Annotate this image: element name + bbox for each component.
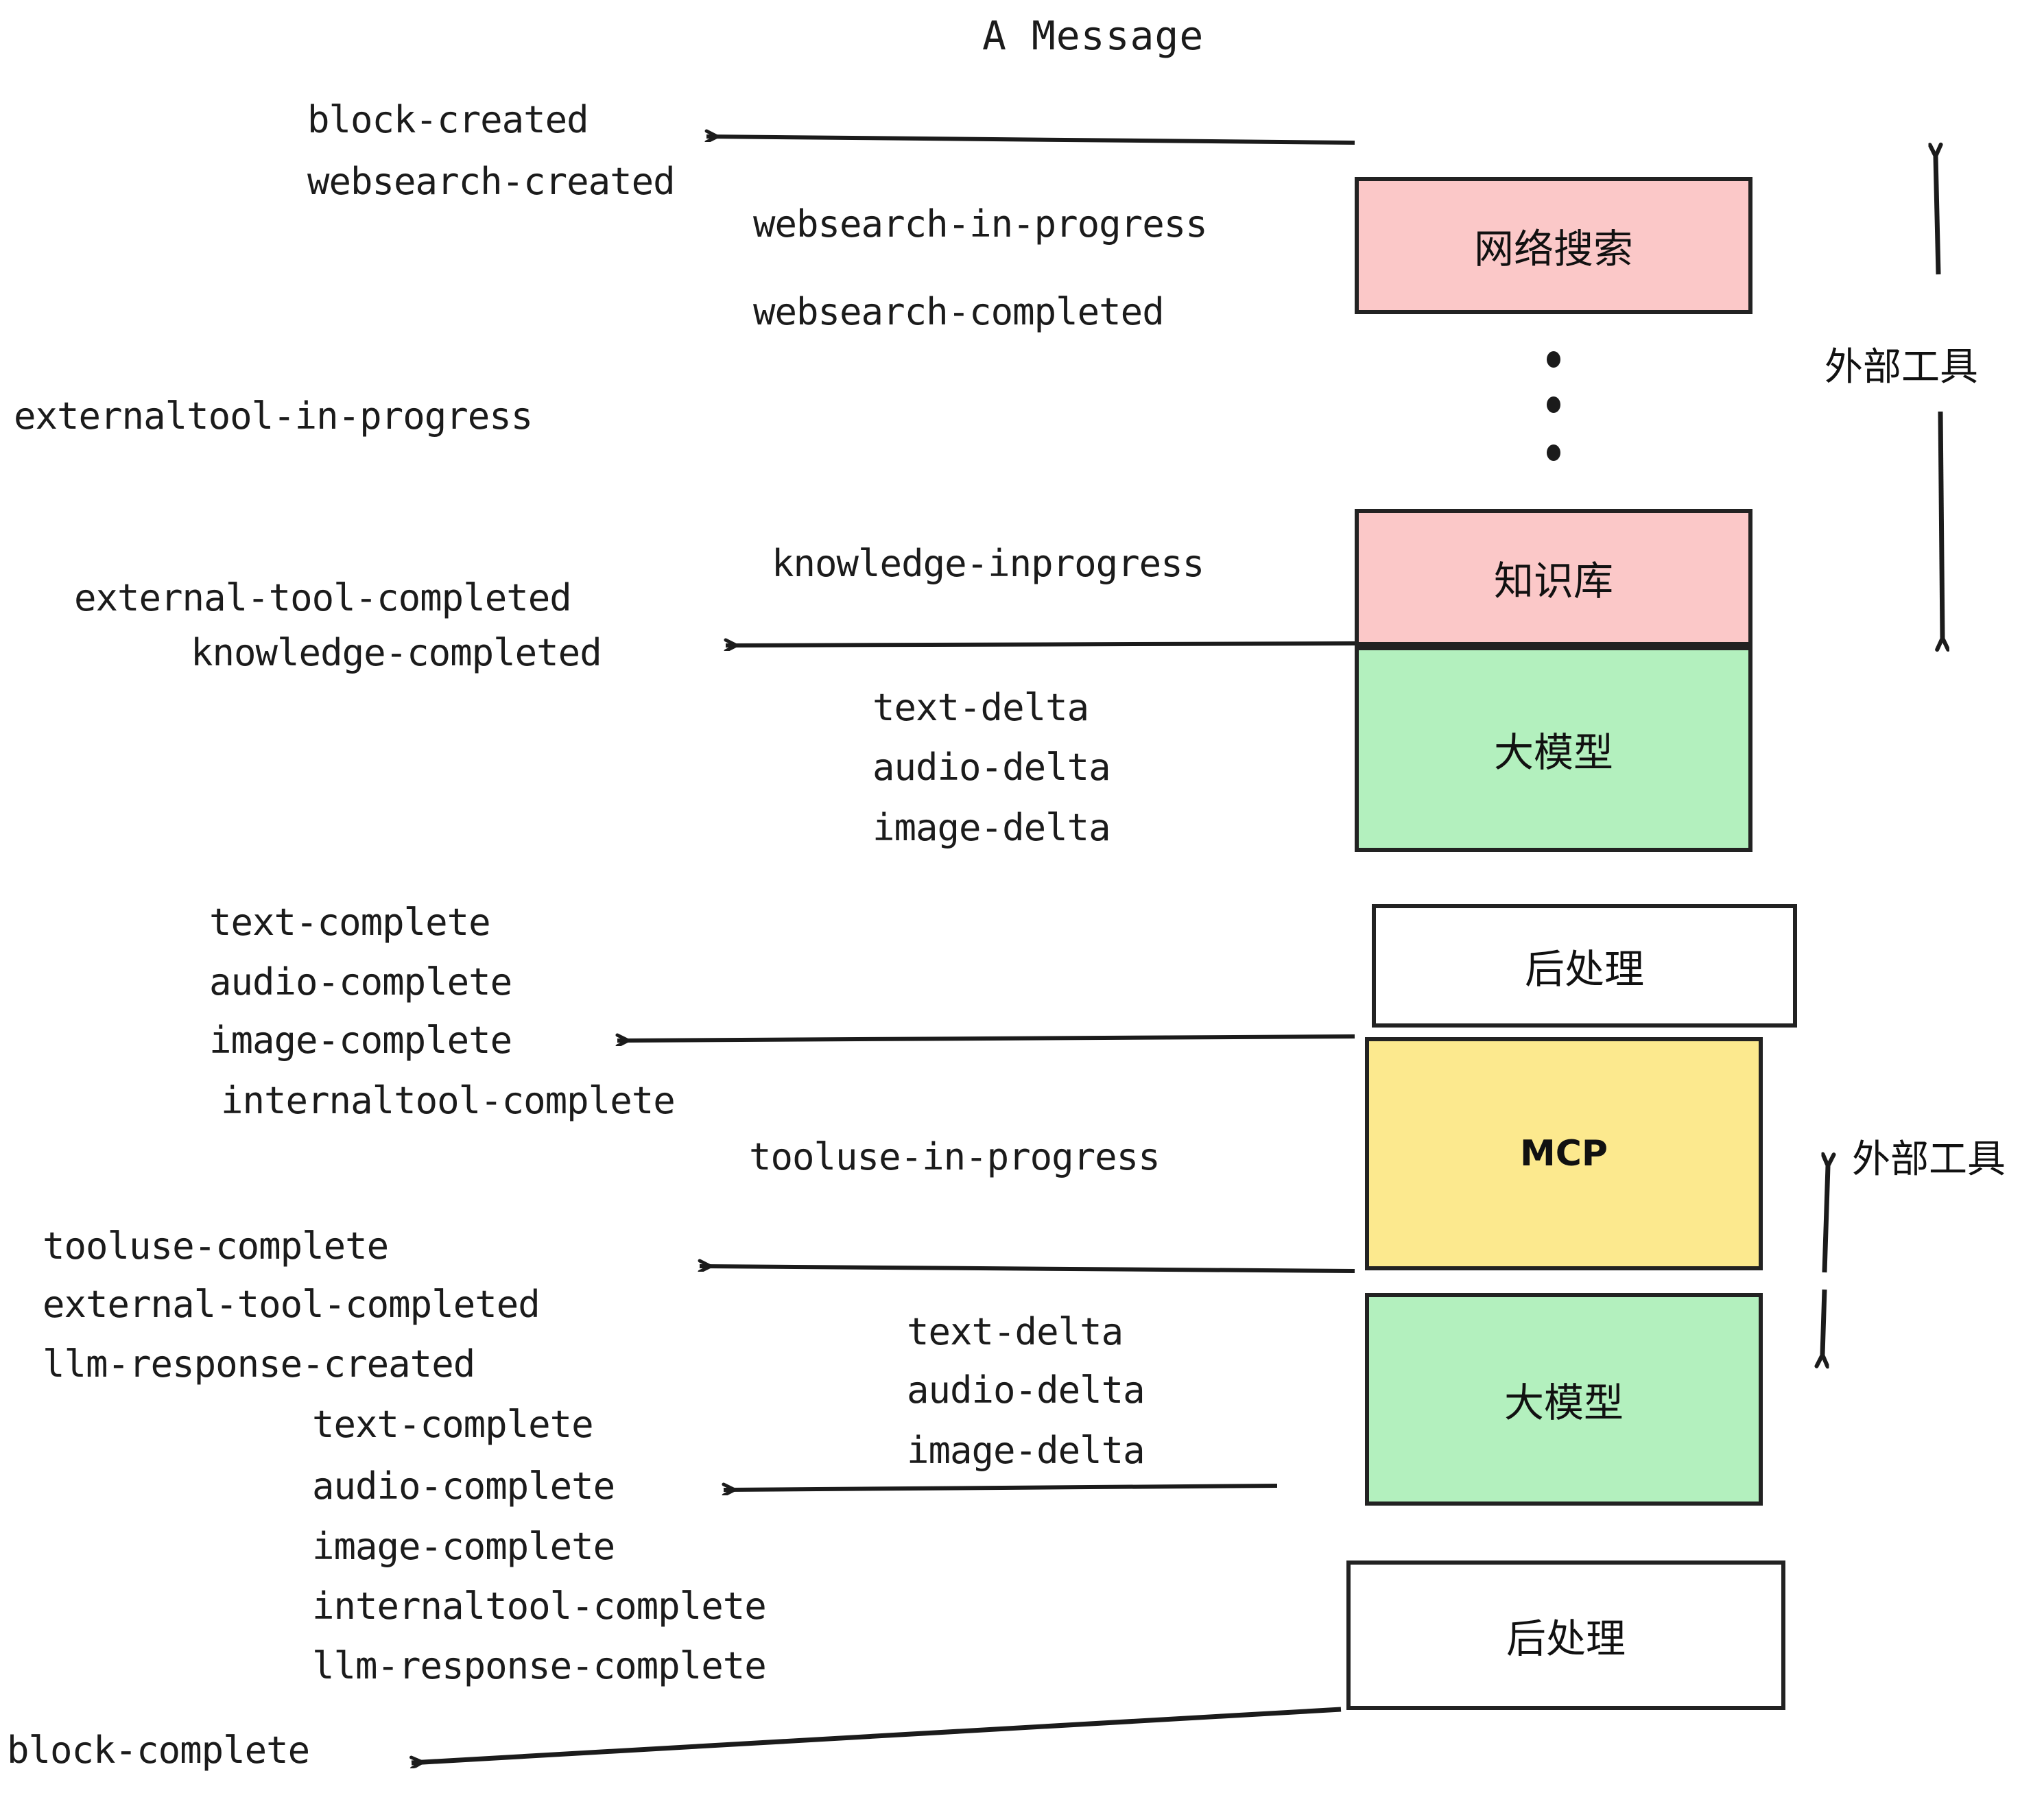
event-text-delta-2: text-delta <box>907 1310 1124 1353</box>
external-tools-label-top: 外部工具 <box>1825 345 1978 390</box>
event-knowledge-completed: knowledge-completed <box>191 631 602 674</box>
event-text-delta-1: text-delta <box>872 686 1089 729</box>
arrow-external-tools-bottom-down <box>1822 1289 1825 1355</box>
event-image-complete-1: image-complete <box>209 1019 512 1062</box>
arrow-mcp-to-tooluse-complete <box>700 1266 1355 1273</box>
event-knowledge-inprogress: knowledge-inprogress <box>772 542 1204 585</box>
event-block-complete: block-complete <box>7 1729 310 1772</box>
event-external-tool-completed-1: external-tool-completed <box>74 576 572 619</box>
event-websearch-completed: websearch-completed <box>753 290 1165 333</box>
event-llm-response-complete: llm-response-complete <box>312 1644 767 1687</box>
event-internaltool-complete-1: internaltool-complete <box>221 1079 676 1122</box>
arrow-external-tools-bottom-up <box>1825 1166 1828 1273</box>
ellipsis-dot-2 <box>1547 396 1560 413</box>
event-audio-delta-2: audio-delta <box>907 1368 1145 1412</box>
event-externaltool-in-progress: externaltool-in-progress <box>14 394 533 438</box>
event-internaltool-complete-2: internaltool-complete <box>312 1585 767 1628</box>
node-mcp[interactable]: MCP <box>1365 1037 1763 1270</box>
node-knowledge-label: 知识库 <box>1493 558 1613 604</box>
arrow-postprocess2-to-block-complete <box>412 1707 1342 1763</box>
node-llm-1-label: 大模型 <box>1493 729 1613 776</box>
node-websearch[interactable]: 网络搜索 <box>1355 177 1752 314</box>
event-image-delta-2: image-delta <box>907 1429 1145 1472</box>
event-text-complete-1: text-complete <box>209 901 491 944</box>
arrow-knowledge-to-knowledge-completed <box>726 643 1355 645</box>
event-block-created: block-created <box>307 98 589 141</box>
event-audio-complete-2: audio-complete <box>312 1464 615 1508</box>
event-tooluse-complete: tooluse-complete <box>43 1224 389 1268</box>
node-postprocess-2-label: 后处理 <box>1506 1615 1626 1662</box>
event-tooluse-in-progress: tooluse-in-progress <box>749 1135 1161 1178</box>
event-external-tool-completed-2: external-tool-completed <box>43 1283 540 1326</box>
event-text-complete-2: text-complete <box>312 1403 594 1446</box>
event-websearch-in-progress: websearch-in-progress <box>753 202 1208 246</box>
arrow-websearch-to-block-created <box>706 137 1355 145</box>
page-title: A Message <box>982 12 1204 59</box>
node-mcp-label: MCP <box>1519 1133 1608 1174</box>
node-llm-1[interactable]: 大模型 <box>1355 646 1752 852</box>
node-websearch-label: 网络搜索 <box>1473 226 1633 272</box>
node-postprocess-2[interactable]: 后处理 <box>1346 1560 1785 1710</box>
node-postprocess-1[interactable]: 后处理 <box>1372 904 1797 1028</box>
arrow-llm2-to-audio-complete <box>724 1486 1278 1490</box>
node-llm-2-label: 大模型 <box>1504 1379 1624 1426</box>
arrow-external-tools-top-down <box>1940 411 1942 638</box>
event-image-delta-1: image-delta <box>872 806 1111 849</box>
event-audio-delta-1: audio-delta <box>872 746 1111 789</box>
arrow-external-tools-top-up <box>1936 156 1938 275</box>
event-audio-complete-1: audio-complete <box>209 960 512 1004</box>
node-knowledge[interactable]: 知识库 <box>1355 509 1752 646</box>
event-llm-response-created: llm-response-created <box>43 1342 475 1386</box>
ellipsis-dot-1 <box>1547 351 1560 368</box>
external-tools-label-bottom: 外部工具 <box>1852 1137 2006 1182</box>
arrow-postprocess1-to-image-complete <box>617 1036 1355 1041</box>
node-llm-2[interactable]: 大模型 <box>1365 1293 1763 1506</box>
node-postprocess-1-label: 后处理 <box>1524 946 1644 993</box>
event-image-complete-2: image-complete <box>312 1525 615 1568</box>
ellipsis-dot-3 <box>1547 444 1560 461</box>
event-websearch-created: websearch-created <box>307 160 676 203</box>
